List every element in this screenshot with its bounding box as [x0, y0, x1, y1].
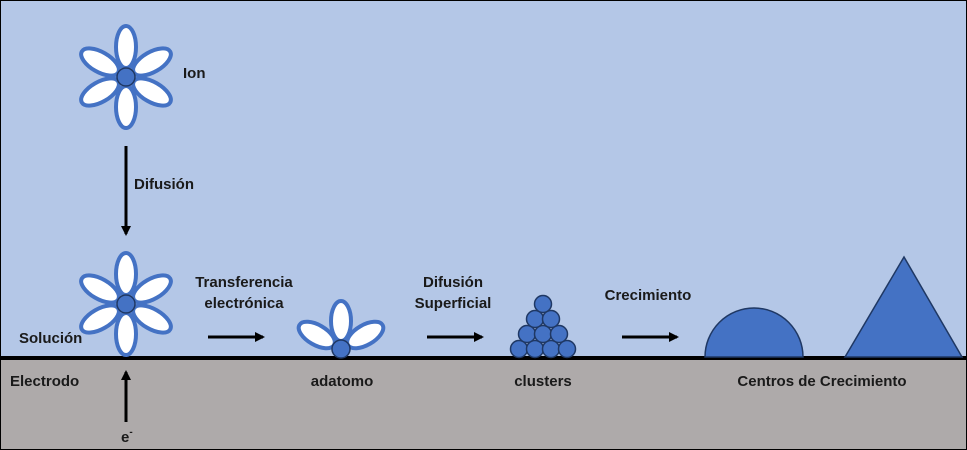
water-molecule-petal	[114, 251, 138, 297]
surface-diffusion-label-line1: Difusión	[423, 274, 483, 291]
adatom-label: adatomo	[311, 373, 374, 390]
metal-atom	[509, 339, 529, 359]
growth-center-hemisphere	[704, 307, 804, 358]
solution-label: Solución	[19, 330, 82, 347]
solvated-ion	[79, 24, 173, 130]
solvated-ion-at-surface	[79, 251, 173, 357]
metal-atom	[541, 309, 561, 329]
water-molecule-petal	[114, 24, 138, 70]
electron-transfer-label-line1: Transferencia	[195, 274, 293, 291]
metal-atom	[549, 324, 569, 344]
metal-atom	[541, 339, 561, 359]
surface-diffusion-label-line2: Superficial	[415, 295, 492, 312]
diffusion-label: Difusión	[134, 176, 194, 193]
water-molecule-petal	[114, 311, 138, 357]
adatom	[296, 299, 386, 359]
metal-atom	[525, 309, 545, 329]
atom-cluster	[509, 294, 577, 359]
growth-center-pyramid	[843, 255, 964, 358]
metal-atom	[116, 294, 136, 314]
ion-label: Ion	[183, 65, 206, 82]
electron-transfer-label-line2: electrónica	[204, 295, 284, 312]
water-molecule-petal	[114, 84, 138, 130]
metal-atom	[525, 339, 545, 359]
metal-atom	[533, 294, 553, 314]
metal-atom	[331, 339, 351, 359]
metal-atom	[517, 324, 537, 344]
metal-atom	[533, 324, 553, 344]
clusters-label: clusters	[514, 373, 572, 390]
electron-label: e-	[121, 427, 133, 446]
growth-label: Crecimiento	[605, 287, 692, 304]
metal-atom	[116, 67, 136, 87]
electrode-label: Electrodo	[10, 373, 79, 390]
growth-centers-label: Centros de Crecimiento	[737, 373, 906, 390]
metal-atom	[557, 339, 577, 359]
electrode-region	[1, 358, 966, 449]
